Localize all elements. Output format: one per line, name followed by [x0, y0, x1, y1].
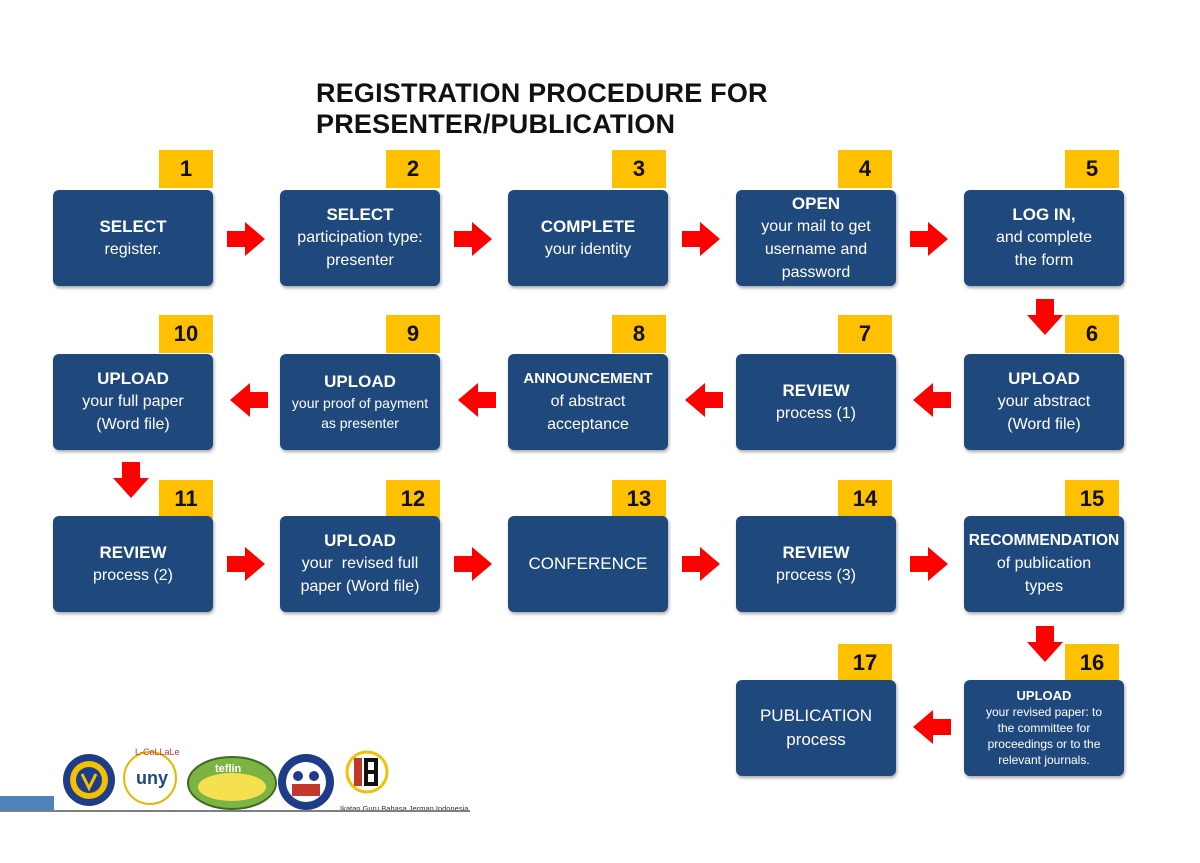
arrow-left-6-7	[913, 383, 951, 417]
step-11-number: 11	[159, 480, 213, 518]
arrow-left-8-9	[458, 383, 496, 417]
step-9-text: your proof of payment as presenter	[291, 395, 429, 431]
step-4-box: OPEN your mail to get username and passw…	[736, 190, 896, 286]
step-14-heading: REVIEW	[782, 542, 850, 562]
arrow-right-3-4	[682, 222, 720, 256]
arrow-right-13-14	[682, 547, 720, 581]
step-12-number: 12	[386, 480, 440, 518]
step-4-heading: OPEN	[791, 193, 841, 213]
arrow-down-5-6	[1027, 299, 1063, 335]
sponsor-logos: L-CoLLaLe uny teflin Ikatan Guru Bahasa …	[63, 747, 469, 813]
step-3-text: your identity	[544, 240, 632, 258]
step-13-text: CONFERENCE	[528, 554, 648, 573]
step-15-heading: RECOMMENDATION	[968, 532, 1120, 549]
step-3-heading: COMPLETE	[540, 216, 636, 236]
step-1-heading: SELECT	[99, 216, 167, 236]
step-6-box: UPLOAD your abstract (Word file)	[964, 354, 1124, 450]
step-3-number: 3	[612, 150, 666, 188]
step-5-heading: LOG IN,	[1012, 205, 1076, 224]
step-2-box: SELECT participation type: presenter	[280, 190, 440, 286]
step-11-heading: REVIEW	[99, 542, 167, 562]
teflin-logo: teflin	[187, 756, 277, 810]
step-12-box: UPLOAD your revised full paper (Word fil…	[280, 516, 440, 612]
page-title: REGISTRATION PROCEDURE FOR PRESENTER/PUB…	[316, 78, 768, 139]
arrow-right-2-3	[454, 222, 492, 256]
step-7-number: 7	[838, 315, 892, 353]
step-15-number: 15	[1065, 480, 1119, 518]
step-6-heading: UPLOAD	[1008, 369, 1080, 388]
step-5-number: 5	[1065, 150, 1119, 188]
step-15-text: of publication types	[996, 555, 1092, 595]
step-10-box: UPLOAD your full paper (Word file)	[53, 354, 213, 450]
step-10-text: your full paper (Word file)	[82, 393, 184, 433]
step-6-number: 6	[1065, 315, 1119, 353]
uny-seal-logo	[63, 754, 115, 806]
step-16-box: UPLOAD your revised paper: to the commit…	[964, 680, 1124, 776]
arrow-left-9-10	[230, 383, 268, 417]
step-14-number: 14	[838, 480, 892, 518]
step-6-text: your abstract (Word file)	[997, 393, 1091, 433]
step-10-heading: UPLOAD	[97, 369, 169, 388]
step-9-number: 9	[386, 315, 440, 353]
arrow-down-10-11	[113, 462, 149, 498]
svg-text:uny: uny	[136, 768, 168, 788]
step-1-box: SELECT register.	[53, 190, 213, 286]
step-2-heading: SELECT	[326, 205, 394, 224]
step-8-text: of abstract acceptance	[547, 393, 629, 433]
step-12-text: your revised full paper (Word file)	[300, 555, 423, 595]
step-2-text: participation type: presenter	[297, 229, 423, 269]
arrow-right-1-2	[227, 222, 265, 256]
step-7-text: process (1)	[775, 404, 857, 422]
arrow-right-11-12	[227, 547, 265, 581]
step-17-number: 17	[838, 644, 892, 682]
step-9-box: UPLOAD your proof of payment as presente…	[280, 354, 440, 450]
step-4-number: 4	[838, 150, 892, 188]
step-12-heading: UPLOAD	[324, 531, 396, 550]
step-10-number: 10	[159, 315, 213, 353]
step-15-box: RECOMMENDATION of publication types	[964, 516, 1124, 612]
footer-divider	[0, 810, 470, 812]
step-7-box: REVIEW process (1)	[736, 354, 896, 450]
arrow-left-7-8	[685, 383, 723, 417]
footer-accent-bar	[0, 796, 54, 810]
step-3-box: COMPLETE your identity	[508, 190, 668, 286]
step-5-box: LOG IN, and complete the form	[964, 190, 1124, 286]
igbji-logo: Ikatan Guru Bahasa Jerman Indonesia	[340, 750, 469, 813]
arrow-right-12-13	[454, 547, 492, 581]
arrow-left-16-17	[913, 710, 951, 744]
step-13-number: 13	[612, 480, 666, 518]
step-1-number: 1	[159, 150, 213, 188]
step-14-box: REVIEW process (3)	[736, 516, 896, 612]
step-17-box: PUBLICATION process	[736, 680, 896, 776]
svg-text:teflin: teflin	[215, 763, 242, 775]
svg-text:L-CoLLaLe: L-CoLLaLe	[135, 747, 180, 757]
step-8-heading: ANNOUNCEMENT	[523, 370, 653, 387]
step-5-text: and complete the form	[995, 229, 1093, 269]
step-2-number: 2	[386, 150, 440, 188]
step-7-heading: REVIEW	[782, 380, 850, 400]
step-1-text: register.	[104, 240, 162, 258]
step-16-text: your revised paper: to the committee for…	[985, 705, 1103, 767]
step-16-number: 16	[1065, 644, 1119, 682]
step-11-text: process (2)	[92, 566, 174, 584]
step-14-text: process (3)	[775, 566, 857, 584]
step-17-text: PUBLICATION process	[759, 706, 873, 749]
step-4-text: your mail to get username and password	[761, 217, 871, 281]
arrow-right-4-5	[910, 222, 948, 256]
step-11-box: REVIEW process (2)	[53, 516, 213, 612]
association-seal-logo	[278, 754, 334, 810]
step-8-box: ANNOUNCEMENT of abstract acceptance	[508, 354, 668, 450]
step-16-heading: UPLOAD	[1016, 688, 1072, 703]
l-collale-logo: L-CoLLaLe uny	[123, 747, 180, 805]
step-8-number: 8	[612, 315, 666, 353]
svg-text:Ikatan Guru Bahasa Jerman Indo: Ikatan Guru Bahasa Jerman Indonesia	[340, 804, 469, 813]
arrow-right-14-15	[910, 547, 948, 581]
step-9-heading: UPLOAD	[324, 372, 396, 391]
step-13-box: CONFERENCE	[508, 516, 668, 612]
arrow-down-15-16	[1027, 626, 1063, 662]
